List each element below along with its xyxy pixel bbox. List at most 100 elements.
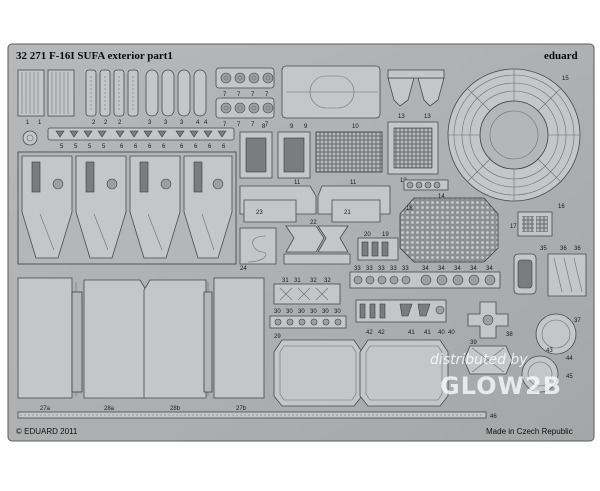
part-25-26: 35 36 36 (513, 246, 587, 297)
svg-text:2: 2 (92, 120, 96, 126)
svg-text:6: 6 (120, 144, 124, 150)
labels-row-5-6: 5 5 5 5 6 6 6 6 6 6 6 6 (60, 144, 226, 150)
svg-text:1: 1 (38, 120, 42, 126)
svg-text:41: 41 (408, 330, 415, 336)
brand-logo-text: eduard (544, 50, 578, 62)
part-30-row: 30 30 30 30 30 30 (269, 309, 347, 329)
svg-text:7: 7 (251, 122, 255, 128)
svg-text:32: 32 (324, 278, 331, 284)
svg-text:22: 22 (310, 220, 317, 226)
svg-text:35: 35 (540, 246, 547, 252)
svg-text:10: 10 (352, 124, 359, 130)
svg-text:6: 6 (148, 144, 152, 150)
svg-text:14: 14 (438, 194, 445, 200)
part-group-1-slats (17, 69, 75, 117)
svg-text:13: 13 (424, 114, 431, 120)
svg-text:5: 5 (102, 144, 106, 150)
part-group-2-strips (85, 69, 139, 117)
part-18-mesh: 18 (399, 197, 499, 263)
part-15-nozzle-ring: 15 (447, 68, 581, 202)
svg-text:6: 6 (222, 144, 226, 150)
svg-text:15: 15 (562, 76, 569, 82)
svg-text:32: 32 (310, 278, 317, 284)
svg-text:17: 17 (510, 224, 517, 230)
svg-text:30: 30 (310, 309, 317, 315)
fret-title: 32 271 F-16I SUFA exterior part1 (16, 50, 173, 62)
part-group-bottom-panels: 27a 28a 28b 27b (17, 277, 265, 412)
svg-text:9: 9 (304, 124, 308, 130)
svg-text:6: 6 (194, 144, 198, 150)
svg-text:45: 45 (566, 374, 573, 380)
part-46-strip: 46 (17, 411, 497, 420)
origin-text: Made in Czech Republic (486, 427, 573, 436)
svg-text:33: 33 (354, 266, 361, 272)
svg-text:33: 33 (366, 266, 373, 272)
svg-text:36: 36 (560, 246, 567, 252)
svg-text:4: 4 (204, 120, 208, 126)
part-group-intake-panels (17, 151, 237, 265)
svg-text:34: 34 (486, 266, 493, 272)
svg-text:2: 2 (118, 120, 122, 126)
svg-text:30: 30 (274, 309, 281, 315)
svg-text:7: 7 (223, 92, 227, 98)
svg-text:18: 18 (406, 206, 413, 212)
svg-text:33: 33 (402, 266, 409, 272)
part-11-wings: 11 11 (239, 180, 391, 223)
part-24-curve: 24 (239, 227, 277, 272)
part-19-20: 20 19 (357, 232, 399, 261)
svg-text:30: 30 (286, 309, 293, 315)
part-13-cones (387, 69, 445, 107)
svg-text:7: 7 (265, 122, 269, 128)
svg-text:27b: 27b (236, 406, 247, 412)
svg-text:40: 40 (438, 330, 445, 336)
svg-text:28a: 28a (104, 406, 115, 412)
part-group-3-ovals (145, 69, 207, 117)
svg-text:5: 5 (60, 144, 64, 150)
svg-text:40: 40 (448, 330, 455, 336)
svg-text:2: 2 (104, 120, 108, 126)
svg-text:7: 7 (265, 92, 269, 98)
svg-text:28b: 28b (170, 406, 181, 412)
svg-text:9: 9 (290, 124, 294, 130)
svg-text:21: 21 (344, 210, 351, 216)
part-29-frames: 29 (273, 334, 449, 407)
part-31-32: 31 31 32 32 (273, 278, 341, 305)
svg-text:13: 13 (398, 114, 405, 120)
part-window-panel (281, 65, 381, 119)
svg-text:36: 36 (574, 246, 581, 252)
part-14-row: 14 (403, 179, 449, 200)
part-22-23-chevrons: 23 21 22 (256, 210, 351, 265)
svg-text:30: 30 (322, 309, 329, 315)
svg-text:7: 7 (251, 92, 255, 98)
part-8-9-frames: 8 9 9 (239, 124, 311, 179)
svg-text:30: 30 (298, 309, 305, 315)
part-group-5-6-tabs (47, 127, 235, 141)
svg-text:27a: 27a (40, 406, 51, 412)
part-10-grill: 10 (315, 124, 383, 173)
svg-text:34: 34 (470, 266, 477, 272)
svg-text:34: 34 (422, 266, 429, 272)
part-33-34-row: 33 33 33 33 33 34 34 34 34 34 (349, 266, 501, 289)
distributor-watermark: distributed by GLOW2B (430, 352, 562, 400)
svg-text:6: 6 (134, 144, 138, 150)
svg-text:3: 3 (148, 120, 152, 126)
svg-text:23: 23 (256, 210, 263, 216)
svg-text:8: 8 (262, 124, 266, 130)
svg-text:33: 33 (390, 266, 397, 272)
labels-row-1-4: 1 1 2 2 2 3 3 3 4 4 (26, 120, 208, 126)
svg-text:GLOW2B: GLOW2B (440, 372, 562, 400)
svg-text:34: 34 (438, 266, 445, 272)
svg-text:30: 30 (334, 309, 341, 315)
labels-row-7: 7 7 7 7 7 7 7 7 (223, 92, 269, 128)
svg-text:4: 4 (196, 120, 200, 126)
svg-text:37: 37 (574, 318, 581, 324)
svg-text:11: 11 (350, 180, 357, 186)
svg-text:7: 7 (223, 122, 227, 128)
svg-text:19: 19 (382, 232, 389, 238)
svg-text:6: 6 (180, 144, 184, 150)
svg-text:38: 38 (506, 332, 513, 338)
part-16-17-grids: 16 17 (510, 204, 565, 237)
svg-text:24: 24 (240, 266, 247, 272)
svg-text:5: 5 (74, 144, 78, 150)
